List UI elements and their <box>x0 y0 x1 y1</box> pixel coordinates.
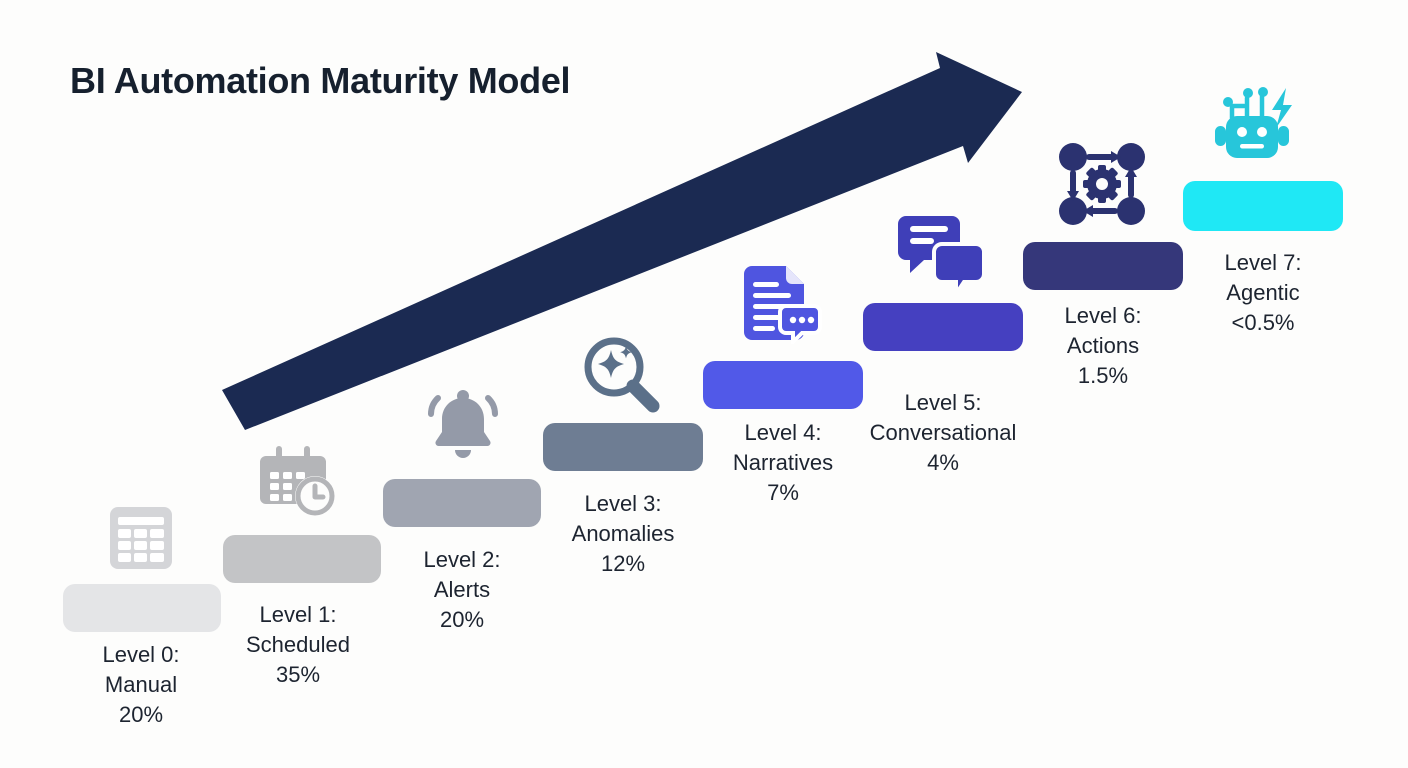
label-level-3: Level 3: Anomalies 12% <box>521 489 725 579</box>
label-level-0: Level 0: Manual 20% <box>40 640 242 730</box>
percent-text: 12% <box>600 551 646 576</box>
level-text: Level 6: <box>1064 303 1142 328</box>
name-text: Anomalies <box>571 521 675 546</box>
percent-text: 1.5% <box>1077 363 1129 388</box>
percent-text: <0.5% <box>1231 310 1295 335</box>
level-text: Level 1: <box>259 602 337 627</box>
level-text: Level 5: <box>904 390 982 415</box>
percent-text: 20% <box>439 607 485 632</box>
label-level-6: Level 6: Actions 1.5% <box>1001 301 1205 391</box>
name-text: Agentic <box>1226 280 1300 305</box>
percent-text: 4% <box>927 450 959 475</box>
bell-icon <box>428 390 498 458</box>
name-text: Actions <box>1066 333 1140 358</box>
bar-level-5[interactable] <box>863 303 1023 351</box>
percent-text: 35% <box>275 662 321 687</box>
page-title: BI Automation Maturity Model <box>70 60 571 101</box>
level-text: Level 4: <box>744 420 822 445</box>
label-level-1: Level 1: Scheduled 35% <box>197 600 399 690</box>
name-text: Scheduled <box>246 632 350 657</box>
bar-level-0[interactable] <box>63 584 221 632</box>
bar-level-3[interactable] <box>543 423 703 471</box>
chat-bubbles-icon <box>898 216 984 294</box>
bar-level-6[interactable] <box>1023 242 1183 290</box>
percent-text: 7% <box>767 480 799 505</box>
document-chat-icon <box>744 266 822 344</box>
workflow-gear-icon <box>1059 143 1145 225</box>
bar-level-7[interactable] <box>1183 181 1343 231</box>
level-text: Level 2: <box>423 547 501 572</box>
bar-level-4[interactable] <box>703 361 863 409</box>
label-level-7: Level 7: Agentic <0.5% <box>1161 248 1365 338</box>
name-text: Narratives <box>732 450 834 475</box>
level-text: Level 0: <box>102 642 180 667</box>
name-text: Conversational <box>869 420 1017 445</box>
label-level-2: Level 2: Alerts 20% <box>361 545 563 635</box>
level-text: Level 3: <box>584 491 662 516</box>
label-level-4: Level 4: Narratives 7% <box>681 418 885 508</box>
calendar-clock-icon <box>260 446 335 516</box>
percent-text: 20% <box>118 702 164 727</box>
bar-level-2[interactable] <box>383 479 541 527</box>
bar-level-1[interactable] <box>223 535 381 583</box>
name-text: Manual <box>104 672 178 697</box>
robot-bolt-icon <box>1215 87 1292 158</box>
level-text: Level 7: <box>1224 250 1302 275</box>
name-text: Alerts <box>433 577 491 602</box>
spreadsheet-icon <box>110 507 172 569</box>
label-level-5: Level 5: Conversational 4% <box>831 388 1055 478</box>
magnifier-sparkle-icon <box>584 337 660 413</box>
